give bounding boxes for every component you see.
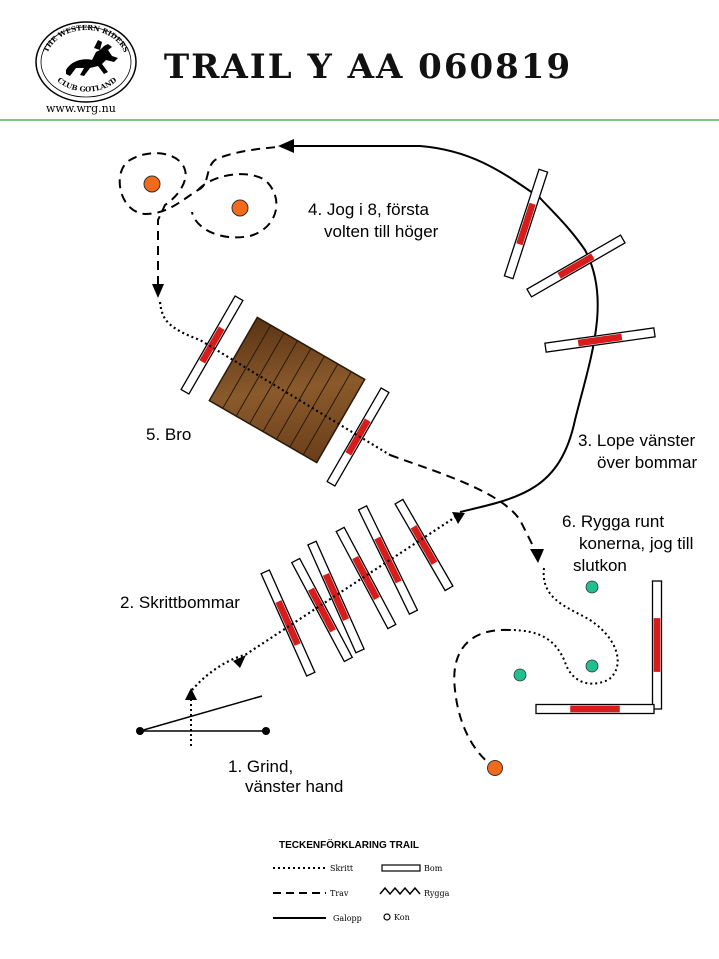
walkover-label: 2. Skrittbommar — [120, 593, 240, 612]
club-logo: THE WESTERN RIDERS CLUB GOTLAND — [35, 21, 137, 103]
walk-arrow-top — [452, 512, 465, 524]
legend-cone-label: Kon — [394, 913, 410, 922]
walkover-poles — [260, 498, 454, 677]
legend-cone-symbol — [383, 913, 391, 921]
legend-pole-symbol — [381, 864, 421, 872]
legend-backup-label: Rygga — [424, 889, 450, 898]
backup-label: 6. Rygga runt konerna, jog till slutkon — [562, 512, 698, 575]
bridge-plank — [289, 363, 339, 448]
bridge-poles — [180, 295, 390, 487]
legend-lope-label: Galopp — [333, 914, 362, 923]
finish-cone — [487, 760, 503, 776]
legend-title: TECKENFÖRKLARING TRAIL — [279, 838, 419, 851]
trot-figure-eight — [118, 145, 291, 285]
lope-poles — [503, 168, 656, 353]
cone-teal — [585, 659, 599, 673]
gate-label: 1. Grind, vänster hand — [228, 757, 343, 796]
pole — [526, 234, 626, 298]
trot-arrow-down — [152, 284, 164, 298]
pole — [326, 387, 390, 487]
pole — [290, 557, 354, 663]
pole — [307, 540, 365, 654]
pole — [651, 580, 663, 710]
walk-path-poles — [191, 513, 461, 691]
trot-path-to-backup — [389, 454, 536, 551]
lope-path — [290, 145, 599, 513]
walk-arrow — [233, 655, 246, 668]
pole — [544, 327, 656, 353]
cone-teal — [585, 580, 599, 594]
bridge-plank — [262, 348, 312, 432]
horse-rider-silhouette — [66, 40, 118, 76]
bridge-plank — [249, 340, 299, 425]
legend-walk-label: Skritt — [330, 864, 354, 873]
cone-orange — [143, 175, 161, 193]
legend-trot-label: Trav — [330, 889, 349, 898]
jog-eight-label: 4. Jog i 8, första volten till höger — [308, 200, 439, 241]
bridge-plank — [235, 332, 285, 417]
trot-arrow-backup — [530, 549, 544, 563]
trot-path-to-finish — [453, 628, 511, 765]
pole — [335, 526, 397, 630]
gate-obstacle — [136, 688, 270, 746]
legend-pole-label: Bom — [424, 864, 443, 873]
bridge-plank — [275, 355, 325, 440]
page-title: TRAIL Y AA 060819 — [164, 47, 572, 87]
cone-orange — [231, 199, 249, 217]
website-url: www.wrg.nu — [46, 102, 116, 115]
bridge-label: 5. Bro — [146, 425, 191, 444]
pole — [503, 168, 549, 280]
backup-path — [509, 567, 619, 685]
pole — [260, 569, 316, 677]
backup-corner-poles — [535, 580, 663, 715]
walk-path-bridge — [158, 301, 391, 456]
bridge-plank — [302, 371, 352, 456]
pole — [394, 498, 454, 592]
lope-label: 3. Lope vänster över bommar — [578, 431, 700, 472]
legend: TECKENFÖRKLARING TRAIL Skritt Trav Galop… — [273, 838, 450, 923]
cone-teal — [513, 668, 527, 682]
pole — [180, 295, 244, 395]
trot-figure-eight-right — [191, 173, 278, 239]
bridge-obstacle — [208, 316, 366, 464]
pole — [535, 703, 655, 715]
legend-backup-symbol — [379, 886, 421, 896]
bridge-plank — [222, 324, 272, 409]
